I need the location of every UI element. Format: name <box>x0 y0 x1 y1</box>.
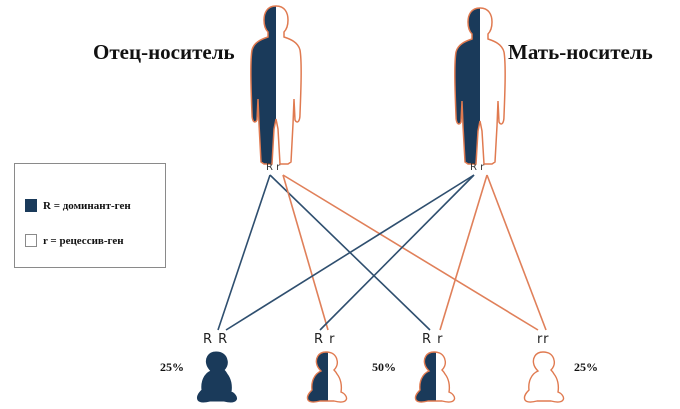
child-4-percent: 25% <box>574 360 598 374</box>
inheritance-lines <box>217 174 547 331</box>
mother-figure <box>454 7 506 165</box>
child-1-figure <box>197 351 237 403</box>
father-r-to-child-2 <box>282 174 329 331</box>
mother-title: Мать-носитель <box>508 40 653 64</box>
child-3-figure <box>414 351 456 403</box>
legend-recessive-text: r = рецессив-ген <box>43 234 124 247</box>
legend-recessive: r = рецессив-ген <box>25 234 124 247</box>
child-3-genotype: R r <box>422 332 444 347</box>
dominant-swatch <box>25 199 37 212</box>
father-figure <box>250 5 302 165</box>
recessive-swatch <box>25 234 37 247</box>
mother-genes: R r <box>470 162 485 173</box>
mother-r-to-child-4 <box>486 174 547 331</box>
child-4-genotype: rr <box>537 332 550 347</box>
father-R-to-child-1 <box>217 174 271 331</box>
mother-R-to-child-1 <box>225 174 475 331</box>
mother-R-to-child-2 <box>319 174 475 331</box>
father-r-to-child-4 <box>282 174 539 331</box>
child-1-percent: 25% <box>160 360 184 374</box>
child-1-genotype: R R <box>203 332 229 347</box>
legend-dominant: R = доминант-ген <box>25 199 131 212</box>
child-2-figure <box>306 351 348 403</box>
father-title: Отец-носитель <box>93 40 235 64</box>
legend-dominant-text: R = доминант-ген <box>43 199 131 212</box>
child-4-figure <box>523 351 565 403</box>
child-3-percent: 50% <box>372 360 396 374</box>
legend-box: R = доминант-ген r = рецессив-ген <box>14 163 166 268</box>
child-2-genotype: R r <box>314 332 336 347</box>
father-genes: R r <box>266 162 281 173</box>
mother-r-to-child-3 <box>439 174 488 331</box>
